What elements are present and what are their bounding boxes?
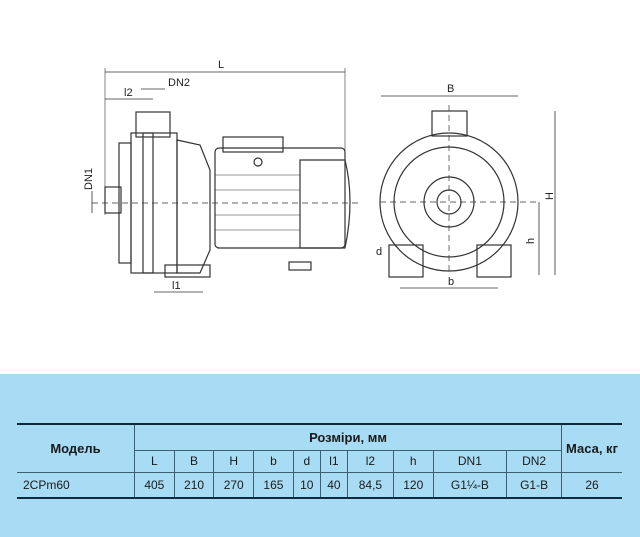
pump-front-view: B H h b d — [376, 83, 556, 289]
label-H: H — [544, 192, 556, 200]
cell-h: 120 — [392, 471, 434, 499]
cell-H: 270 — [213, 471, 255, 499]
cell-l2: 84,5 — [346, 471, 394, 499]
label-B: B — [447, 83, 454, 95]
cell-DN1: G1¼-B — [432, 471, 508, 499]
label-DN1: DN1 — [83, 168, 95, 190]
pump-side-view: L DN2 l2 DN1 l1 — [83, 59, 360, 293]
cell-mass: 26 — [561, 471, 622, 499]
label-d: d — [376, 246, 382, 258]
label-L: L — [218, 59, 224, 71]
cell-model: 2CPm60 — [17, 471, 135, 499]
label-b: b — [448, 276, 454, 288]
header-dimensions: Розміри, мм — [134, 424, 562, 451]
col-B: B — [173, 449, 215, 473]
col-H: H — [213, 449, 255, 473]
cell-B: 210 — [173, 471, 215, 499]
table-row: 2CPm60 405 210 270 165 10 40 84,5 120 G1… — [17, 471, 622, 499]
col-L: L — [134, 449, 175, 473]
col-DN2: DN2 — [506, 449, 562, 473]
col-d: d — [292, 449, 321, 473]
dimensions-table: Модель Розміри, мм Маса, кг L B H b d l1… — [17, 423, 622, 499]
col-l2: l2 — [346, 449, 394, 473]
col-DN1: DN1 — [432, 449, 508, 473]
label-h: h — [525, 238, 537, 244]
col-l1: l1 — [319, 449, 348, 473]
col-b: b — [253, 449, 294, 473]
label-DN2: DN2 — [168, 77, 190, 89]
header-mass: Маса, кг — [561, 424, 622, 473]
cell-b: 165 — [253, 471, 294, 499]
cell-L: 405 — [134, 471, 175, 499]
header-model: Модель — [17, 424, 135, 473]
label-l1: l1 — [172, 280, 181, 292]
cell-d: 10 — [292, 471, 321, 499]
cell-l1: 40 — [319, 471, 348, 499]
col-h: h — [392, 449, 434, 473]
pump-dimension-drawing: L DN2 l2 DN1 l1 B — [83, 59, 556, 293]
cell-DN2: G1-B — [506, 471, 562, 499]
label-l2: l2 — [124, 87, 133, 99]
